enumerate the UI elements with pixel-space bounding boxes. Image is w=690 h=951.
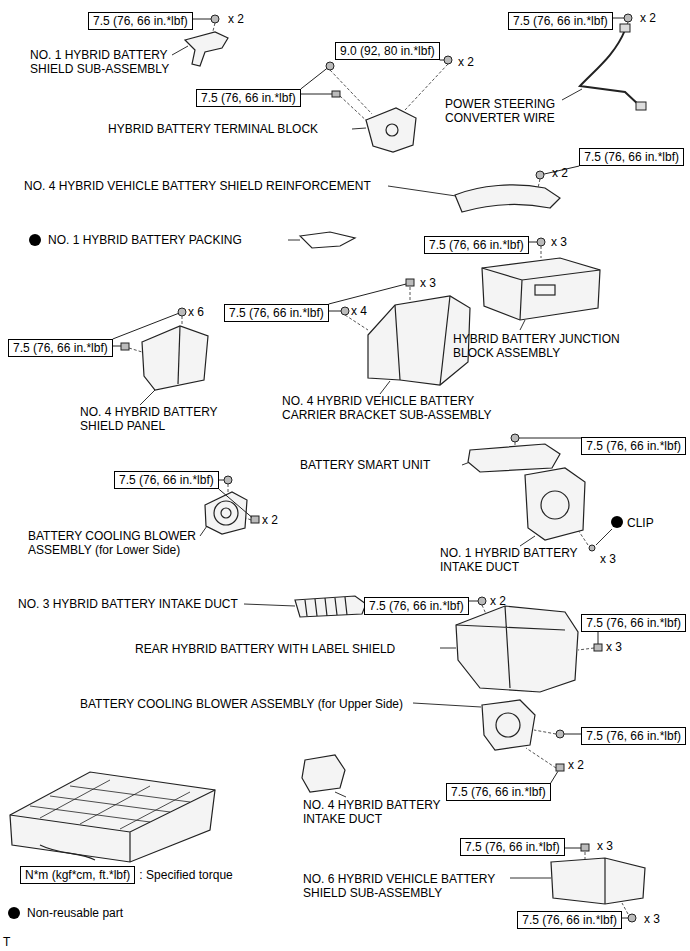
quantity-note: x 2: [552, 166, 568, 180]
torque-box: 7.5 (76, 66 in.*lbf): [424, 236, 529, 254]
legend-dot: [8, 907, 20, 919]
torque-leader: [564, 734, 581, 735]
quantity-note: x 2: [262, 513, 278, 527]
torque-box: 7.5 (76, 66 in.*lbf): [581, 437, 686, 455]
part-name: REAR HYBRID BATTERY WITH LABEL SHIELD: [135, 642, 395, 656]
torque-leader: [440, 60, 444, 61]
torque-box: 7.5 (76, 66 in.*lbf): [579, 148, 684, 166]
part-name: HYBRID BATTERY JUNCTION BLOCK ASSEMBLY: [453, 332, 648, 360]
torque-value: 7.5 (76, 66 in.*lbf): [586, 616, 681, 630]
quantity-note: x 6: [188, 305, 204, 319]
torque-leader: [329, 311, 341, 312]
torque-box: 7.5 (76, 66 in.*lbf): [517, 911, 622, 929]
quantity-note: T: [3, 935, 10, 949]
torque-leader: [529, 242, 537, 243]
torque-value: 7.5 (76, 66 in.*lbf): [584, 150, 679, 164]
torque-value: 7.5 (76, 66 in.*lbf): [119, 473, 214, 487]
torque-leader: [301, 94, 332, 95]
torque-box: 7.5 (76, 66 in.*lbf): [364, 597, 469, 615]
torque-leader: [193, 19, 211, 20]
torque-leader: [219, 489, 252, 517]
torque-value: 7.5 (76, 66 in.*lbf): [513, 14, 608, 28]
torque-box: 7.5 (76, 66 in.*lbf): [460, 838, 565, 856]
torque-box: 7.5 (76, 66 in.*lbf): [88, 12, 193, 30]
torque-value: 7.5 (76, 66 in.*lbf): [201, 91, 296, 105]
part-name: NO. 1 HYBRID BATTERY PACKING: [48, 233, 242, 247]
quantity-note: x 3: [600, 552, 616, 566]
part-name: BATTERY SMART UNIT: [300, 458, 430, 472]
torque-box: 7.5 (76, 66 in.*lbf): [508, 12, 613, 30]
part-name: NO. 4 HYBRID VEHICLE BATTERY CARRIER BRA…: [282, 394, 498, 422]
quantity-note: x 2: [458, 55, 474, 69]
torque-value: 7.5 (76, 66 in.*lbf): [586, 439, 681, 453]
torque-value: 7.5 (76, 66 in.*lbf): [429, 238, 524, 252]
part-name: NO. 1 HYBRID BATTERY SHIELD SUB-ASSEMBLY: [30, 48, 182, 76]
part-name: NO. 6 HYBRID VEHICLE BATTERY SHIELD SUB-…: [303, 872, 507, 900]
quantity-note: x 3: [551, 235, 567, 249]
torque-leader: [113, 313, 179, 339]
quantity-note: x 2: [568, 758, 584, 772]
torque-leader: [613, 18, 624, 19]
part-name: NO. 4 HYBRID BATTERY SHIELD PANEL: [80, 405, 232, 433]
part-name: NO. 4 HYBRID VEHICLE BATTERY SHIELD REIN…: [24, 179, 371, 193]
torque-leader: [551, 771, 558, 783]
part-name: NO. 1 HYBRID BATTERY INTAKE DUCT: [440, 546, 590, 574]
torque-leader: [329, 284, 406, 304]
legend-text: Non-reusable part: [27, 906, 123, 920]
quantity-note: x 2: [490, 594, 506, 608]
quantity-note: x 3: [597, 839, 613, 853]
torque-value: 7.5 (76, 66 in.*lbf): [451, 785, 546, 799]
torque-leader: [622, 918, 628, 919]
torque-value: 7.5 (76, 66 in.*lbf): [586, 729, 681, 743]
torque-leader: [219, 480, 224, 481]
torque-box: 7.5 (76, 66 in.*lbf): [8, 339, 113, 357]
quantity-note: x 2: [640, 11, 656, 25]
part-name: BATTERY COOLING BLOWER ASSEMBLY (for Upp…: [80, 697, 403, 711]
torque-value: N*m (kgf*cm, ft.*lbf): [25, 868, 130, 882]
legend-text: : Specified torque: [139, 868, 232, 882]
torque-value: 7.5 (76, 66 in.*lbf): [369, 599, 464, 613]
quantity-note: x 3: [644, 912, 660, 926]
quantity-note: x 2: [228, 12, 244, 26]
torque-box: 7.5 (76, 66 in.*lbf): [114, 471, 219, 489]
torque-leader: [301, 68, 327, 89]
torque-box: N*m (kgf*cm, ft.*lbf): [20, 866, 135, 884]
part-name: CLIP: [627, 516, 654, 530]
torque-value: 7.5 (76, 66 in.*lbf): [465, 840, 560, 854]
part-name: POWER STEERING CONVERTER WIRE: [445, 97, 577, 125]
torque-value: 7.5 (76, 66 in.*lbf): [229, 306, 324, 320]
quantity-note: x 4: [351, 304, 367, 318]
quantity-note: x 3: [606, 640, 622, 654]
torque-box: 7.5 (76, 66 in.*lbf): [446, 783, 551, 801]
torque-value: 9.0 (92, 80 in.*lbf): [340, 44, 435, 58]
part-name: NO. 3 HYBRID BATTERY INTAKE DUCT: [18, 597, 238, 611]
torque-value: 7.5 (76, 66 in.*lbf): [13, 341, 108, 355]
part-name: NO. 4 HYBRID BATTERY INTAKE DUCT: [303, 798, 453, 826]
torque-box: 7.5 (76, 66 in.*lbf): [196, 89, 301, 107]
torque-leader: [565, 848, 581, 849]
torque-leader: [519, 438, 581, 439]
torque-leader: [598, 632, 599, 644]
torque-box: 7.5 (76, 66 in.*lbf): [581, 614, 686, 632]
torque-box: 7.5 (76, 66 in.*lbf): [581, 727, 686, 745]
torque-value: 7.5 (76, 66 in.*lbf): [93, 14, 188, 28]
quantity-note: x 3: [420, 276, 436, 290]
torque-box: 9.0 (92, 80 in.*lbf): [335, 42, 440, 60]
torque-leader: [469, 601, 478, 602]
torque-box: 7.5 (76, 66 in.*lbf): [224, 304, 329, 322]
torque-leader: [113, 346, 121, 347]
part-name: HYBRID BATTERY TERMINAL BLOCK: [108, 122, 318, 136]
part-name: BATTERY COOLING BLOWER ASSEMBLY (for Low…: [28, 529, 208, 557]
torque-value: 7.5 (76, 66 in.*lbf): [522, 913, 617, 927]
